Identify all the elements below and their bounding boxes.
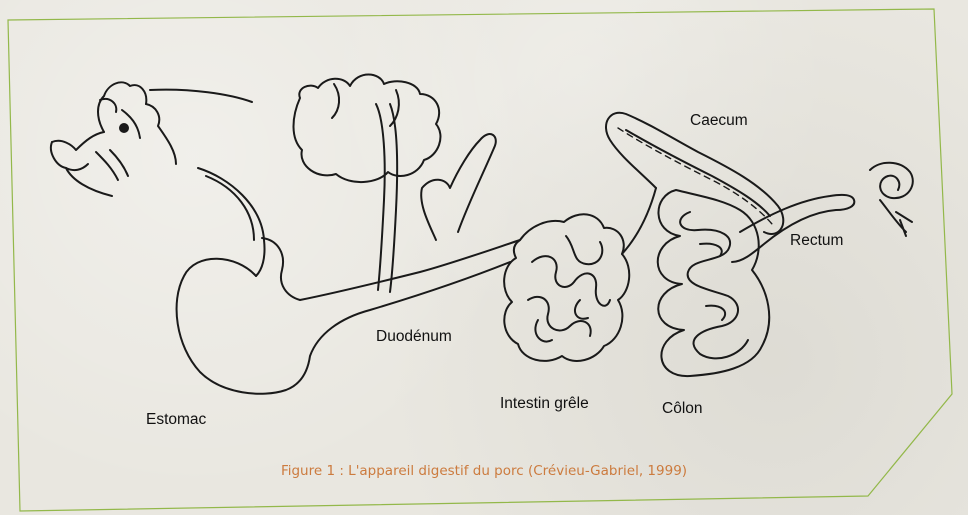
label-colon: Côlon: [662, 400, 703, 418]
small-intestine-illustration: [504, 188, 656, 361]
label-intestin-grele: Intestin grêle: [500, 395, 589, 413]
label-estomac: Estomac: [146, 411, 206, 429]
rectum-illustration: [732, 195, 854, 262]
label-rectum: Rectum: [790, 232, 843, 250]
pancreas-illustration: [421, 134, 496, 240]
caecum-inner-line: [618, 128, 772, 224]
pig-tail-illustration: [870, 163, 913, 236]
label-duodenum: Duodénum: [376, 328, 452, 346]
label-caecum: Caecum: [690, 112, 748, 130]
liver-illustration: [294, 75, 441, 183]
figure-caption: Figure 1 : L'appareil digestif du porc (…: [0, 463, 968, 479]
bile-duct-illustration: [376, 104, 397, 292]
caecum-illustration: [606, 113, 783, 234]
stomach-illustration: [177, 238, 520, 394]
colon-illustration: [658, 190, 769, 376]
